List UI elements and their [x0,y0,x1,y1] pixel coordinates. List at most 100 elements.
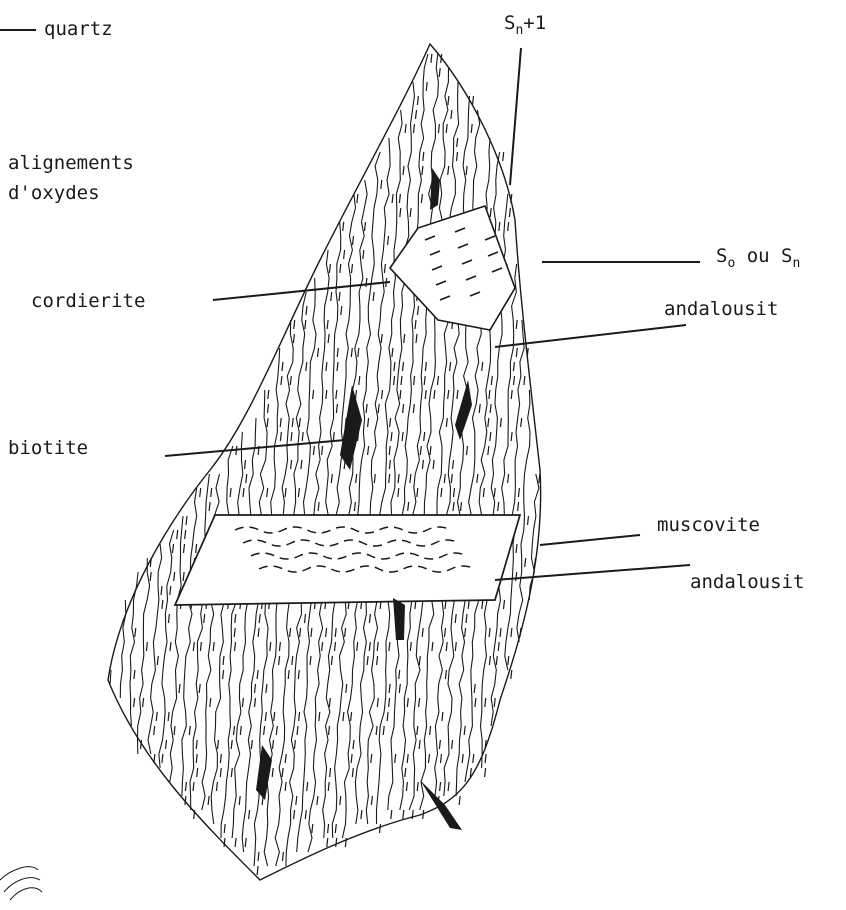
dash-mark [327,320,328,329]
dash-mark [467,446,468,455]
fiber-strand [232,418,256,838]
dash-mark [224,838,225,847]
dash-mark [273,740,274,749]
dash-mark [353,236,354,245]
dash-mark [183,572,184,581]
dash-mark [448,96,449,105]
label-andalousite-top: andalousit [664,298,778,321]
dash-mark [267,488,268,497]
dash-mark [416,110,417,119]
dash-mark [433,460,434,469]
label-andalousite-bottom: andalousit [690,571,804,594]
fiber-strand [211,446,233,824]
dash-mark [356,390,357,399]
dash-mark [329,264,330,273]
dash-mark [482,362,483,371]
dash-mark [168,614,169,623]
dash-mark [419,740,420,749]
leader-muscovite [540,535,640,545]
dash-mark [335,628,336,637]
dash-mark [366,404,367,413]
dash-mark [448,166,449,175]
dash-mark [193,782,194,791]
dash-mark [135,628,136,637]
dash-mark [196,754,197,763]
dash-mark [511,432,512,441]
dash-mark [258,628,259,637]
dash-mark [179,684,180,693]
dash-mark [417,726,418,735]
dash-mark [416,334,417,343]
label-oxide-alignments-line1: alignements [8,152,134,175]
dash-mark [296,796,297,805]
dash-mark [312,824,313,833]
fiber-strand [409,68,448,810]
dash-mark [306,362,307,371]
dash-mark [335,824,336,833]
dash-mark [389,684,390,693]
leader-sn1 [510,48,521,185]
dash-mark [371,796,372,805]
dash-mark [432,642,433,651]
dash-mark [330,768,331,777]
dash-mark [220,768,221,777]
dash-mark [508,222,509,231]
dash-mark [230,488,231,497]
label-muscovite: muscovite [657,514,760,537]
dash-mark [500,628,501,637]
dash-mark [340,796,341,805]
dash-mark [305,614,306,623]
dash-mark [490,404,491,413]
dash-mark [388,236,389,245]
dash-mark [488,446,489,455]
dash-mark [266,684,267,693]
dash-mark [389,642,390,651]
dash-mark [516,572,517,581]
fiber-strand [342,152,380,838]
dash-mark [471,124,472,133]
dash-mark [457,390,458,399]
dash-mark [358,348,359,357]
sn-subscript: n [792,256,800,271]
dash-mark [196,740,197,749]
dash-mark [368,418,369,427]
dash-mark [264,726,265,735]
dash-mark [204,614,205,623]
dash-mark [404,334,405,343]
dash-mark [301,460,302,469]
dash-mark [468,600,469,609]
dash-mark [528,516,529,525]
dash-mark [438,376,439,385]
dash-mark [291,460,292,469]
dash-mark [521,418,522,427]
dash-mark [352,768,353,777]
dash-mark [279,642,280,651]
dash-mark [474,684,475,693]
dash-mark [359,376,360,385]
dash-mark [170,642,171,651]
dash-mark [197,768,198,777]
dash-mark [400,208,401,217]
dash-mark [220,754,221,763]
dash-mark [483,488,484,497]
dash-mark [368,446,369,455]
dash-mark [424,432,425,441]
dash-mark [410,642,411,651]
dash-mark [356,474,357,483]
dash-mark [402,432,403,441]
fiber-strand [148,544,162,754]
dash-mark [189,726,190,735]
fiber-strand [377,82,415,824]
dash-mark [466,614,467,623]
dash-mark [457,138,458,147]
dash-mark [381,180,382,189]
dash-mark [336,838,337,847]
dash-mark [383,726,384,735]
fiber-strand [110,670,111,684]
dash-mark [294,740,295,749]
dash-mark [344,250,345,259]
dash-mark [337,348,338,357]
dash-mark [494,698,495,707]
dash-mark [174,572,175,581]
